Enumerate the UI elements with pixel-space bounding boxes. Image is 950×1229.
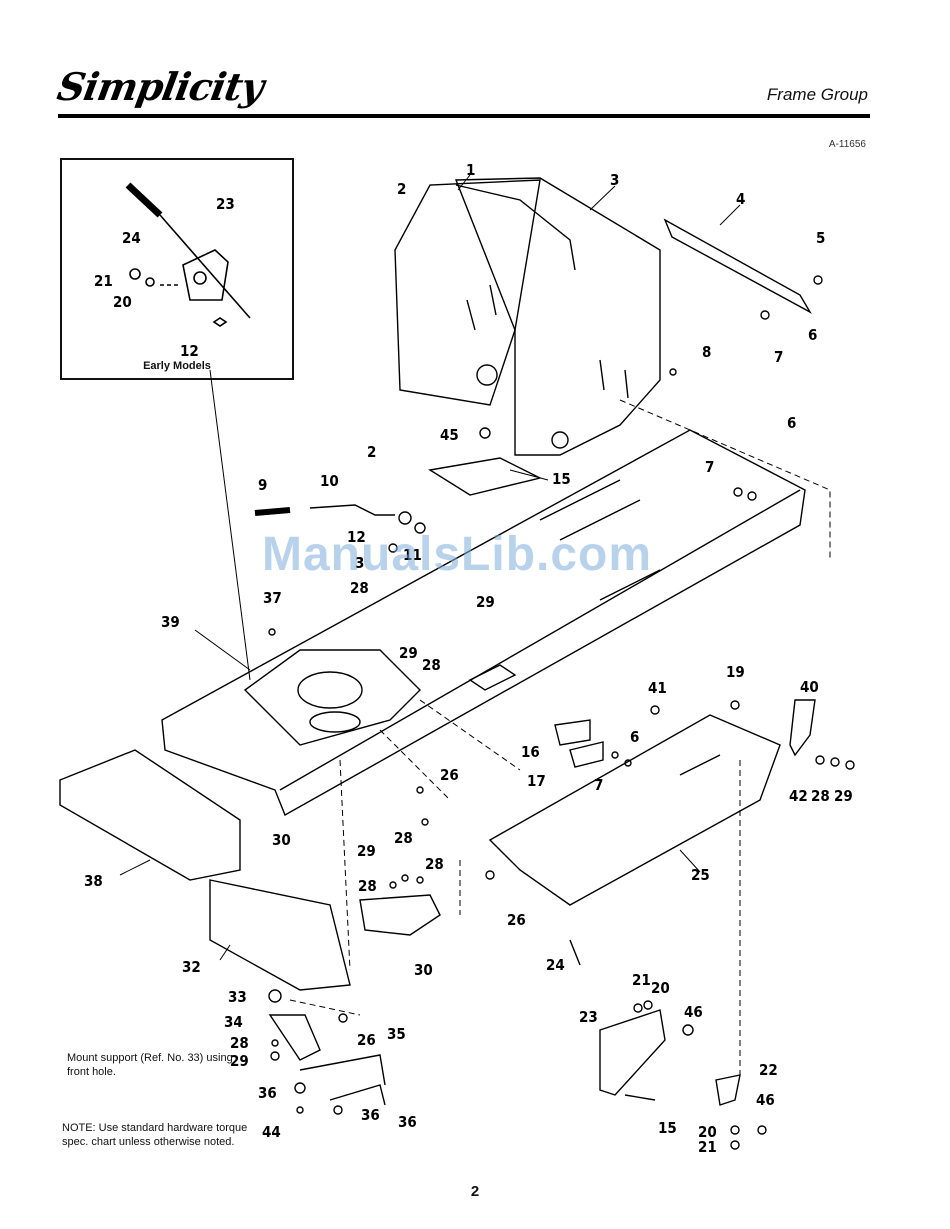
mount-support-note: Mount support (Ref. No. 33) using front … (67, 1052, 233, 1078)
callout-26c: 26 (357, 1031, 376, 1049)
callout-6: 6 (808, 326, 817, 344)
callout-43: 45 (440, 426, 459, 444)
header-rule (58, 114, 870, 118)
callout-27c: 28 (811, 787, 830, 805)
callout-10: 10 (320, 472, 339, 490)
callout-3b: 3 (355, 554, 364, 572)
callout-7c: 7 (594, 776, 603, 794)
callout-27b: 28 (422, 656, 441, 674)
callout-27d: 28 (425, 855, 444, 873)
callout-15: 15 (552, 470, 571, 488)
callout-20: 22 (759, 1061, 778, 1079)
callout-39: 39 (161, 613, 180, 631)
callout-33: 34 (224, 1013, 243, 1031)
hardware-note: NOTE: Use standard hardware torque spec.… (62, 1122, 248, 1148)
early-models-inset: Early Models (60, 158, 294, 380)
callout-27f: 28 (230, 1034, 249, 1052)
callout-37: 37 (263, 589, 282, 607)
callout-35: 36 (398, 1113, 417, 1131)
callout-24: 24 (546, 956, 565, 974)
callout-2b: 2 (367, 443, 376, 461)
callout-44: 44 (262, 1123, 281, 1141)
callout-6c: 6 (630, 728, 639, 746)
callout-11: 11 (403, 546, 422, 564)
callout-numbers: 1 2 3 4 5 6 7 8 45 6 7 15 2 9 10 12 11 3… (84, 161, 853, 1156)
callout-1: 1 (466, 161, 475, 179)
callout-23: 23 (579, 1008, 598, 1026)
callout-38: 38 (84, 872, 103, 890)
callout-28: 29 (476, 593, 495, 611)
callout-9: 9 (258, 476, 267, 494)
callout-16: 15 (658, 1119, 677, 1137)
callout-26: 26 (440, 766, 459, 784)
callout-2: 2 (397, 180, 406, 198)
callout-46: 46 (756, 1091, 775, 1109)
inset-callout-22: 21 (94, 272, 113, 290)
callout-26b: 26 (507, 911, 526, 929)
callout-7: 7 (774, 348, 783, 366)
callout-42: 42 (789, 787, 808, 805)
callout-28e: 29 (230, 1052, 249, 1070)
inset-callout-21: 20 (113, 293, 132, 311)
callout-41: 41 (648, 679, 667, 697)
callout-21: 20 (651, 979, 670, 997)
callout-17: 16 (521, 743, 540, 761)
callout-29: 28 (394, 829, 413, 847)
callout-27e: 28 (358, 877, 377, 895)
callout-40: 40 (800, 678, 819, 696)
callout-4: 4 (736, 190, 745, 208)
inset-lever-parts (125, 182, 251, 327)
callout-30b: 30 (414, 961, 433, 979)
dashed-guide-lines (289, 399, 831, 1080)
inset-callout-24: 24 (122, 229, 141, 247)
callout-5: 5 (816, 229, 825, 247)
callout-7b: 7 (705, 458, 714, 476)
main-frame (161, 429, 806, 817)
callout-25: 25 (691, 866, 710, 884)
callout-45: 46 (684, 1003, 703, 1021)
callout-34: 35 (387, 1025, 406, 1043)
inset-caption: Early Models (143, 360, 211, 372)
inset-callout-14: 12 (180, 342, 199, 360)
callout-28d: 29 (357, 842, 376, 860)
callout-18: 17 (527, 772, 546, 790)
callout-36: 36 (258, 1084, 277, 1102)
page-number: 2 (470, 1183, 480, 1200)
watermark: ManualsLib.com (262, 528, 653, 581)
callout-6b: 6 (787, 414, 796, 432)
callout-8: 8 (702, 343, 711, 361)
seat-support-parts (394, 177, 812, 456)
section-title: Frame Group (766, 85, 868, 104)
footrest-and-brackets (59, 699, 816, 1106)
callout-28b: 29 (399, 644, 418, 662)
callout-12: 12 (347, 528, 366, 546)
callout-36b: 36 (361, 1106, 380, 1124)
callout-27: 28 (350, 579, 369, 597)
callout-22b: 21 (698, 1138, 717, 1156)
leader-lines (119, 174, 741, 961)
callout-22: 21 (632, 971, 651, 989)
inset-callout-23: 23 (216, 195, 235, 213)
callout-19: 19 (726, 663, 745, 681)
hardware-fasteners (254, 275, 855, 1150)
callout-31: 32 (182, 958, 201, 976)
callout-32: 33 (228, 988, 247, 1006)
drawing-id: A-11656 (828, 139, 866, 150)
callout-30: 30 (272, 831, 291, 849)
callout-28c: 29 (834, 787, 853, 805)
callout-21b: 20 (698, 1123, 717, 1141)
callout-3: 3 (610, 171, 619, 189)
